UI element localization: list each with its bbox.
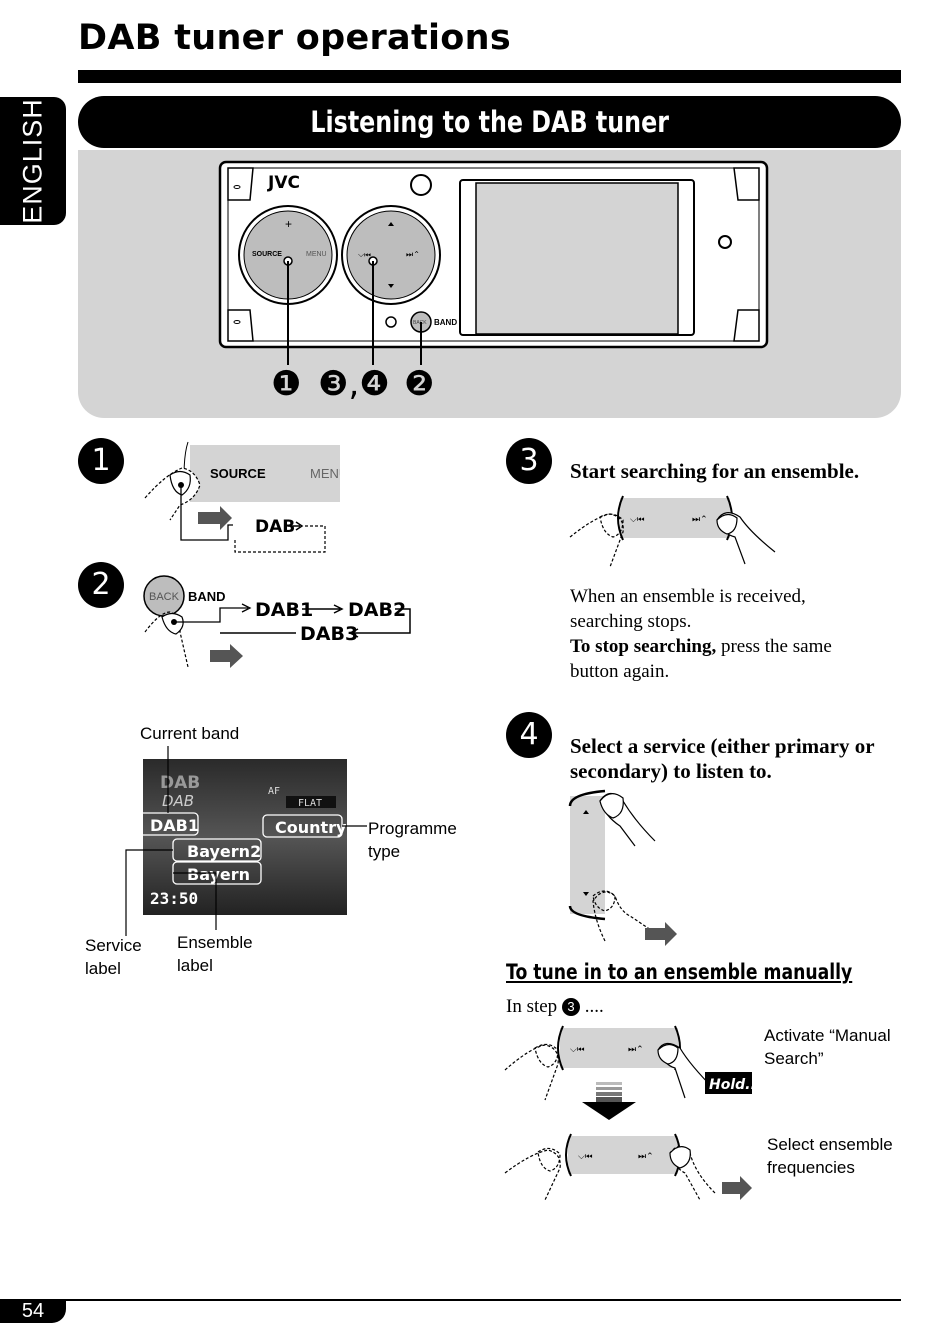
svg-text:DAB3: DAB3 [300,623,358,645]
section-title-bar: Listening to the DAB tuner [78,96,901,148]
svg-text:MENU: MENU [310,466,340,481]
manual-select-illustration: ⌵⏮ ⏭⌃ [504,1133,752,1201]
step-3-illustration: ⌵⏮ ⏭⌃ [569,495,776,568]
step-3-description: When an ensemble is received, searching … [570,586,832,682]
svg-text:⏭⌃: ⏭⌃ [628,1045,644,1055]
step-3-heading: Start searching for an ensemble. [570,459,860,483]
svg-text:SOURCE: SOURCE [210,466,266,481]
page-number: 54 [0,1299,66,1323]
band-indicator: DAB1 [150,816,199,835]
svg-text:⌵⏮: ⌵⏮ [570,1045,585,1055]
in-step-text: In step 3 .... [506,996,604,1017]
step-1-number: 1 [78,438,124,484]
svg-text:⌵⏮: ⌵⏮ [358,250,371,259]
svg-text:⏭⌃: ⏭⌃ [692,515,708,525]
dab-logo-bottom: DAB [162,792,194,810]
callout-1: ❶ [271,364,301,404]
title-rule [78,70,901,83]
programme-type-label: Programme type [368,819,457,861]
display-diagram: DAB DAB AF FLAT DAB1 Country Bayern2 Bay… [125,746,367,936]
language-tab: ENGLISH [0,97,66,225]
brand-logo: JVC [267,173,300,193]
down-arrow-icon [582,1082,636,1120]
svg-text:⏭⌃: ⏭⌃ [638,1152,654,1162]
service-indicator: Bayern2 [187,842,261,861]
step-3-number: 3 [506,438,552,484]
step-1-illustration: SOURCE MENU DAB [144,441,340,553]
ensemble-label-caption: Ensemble label [177,933,253,975]
step-4-heading: Select a service (either primary or seco… [570,734,875,783]
eq-indicator: FLAT [298,798,322,809]
manual-tuning-heading: To tune in to an ensemble manually [506,960,853,984]
section-title: Listening to the DAB tuner [310,105,669,139]
service-label-caption: Service label [85,936,142,978]
svg-text:BAND: BAND [434,318,457,327]
clock-indicator: 23:50 [150,889,198,908]
callout-2: ❷ [404,364,434,404]
page-title: DAB tuner operations [78,18,511,58]
current-band-label: Current band [140,724,240,743]
svg-text:BACK: BACK [149,591,180,603]
step-2-illustration: BACK BAND DAB1 DAB2 DAB3 [143,575,411,668]
svg-text:MENU: MENU [306,251,327,258]
dab-logo-top: DAB [160,773,200,793]
pty-indicator: Country [275,818,347,837]
step-4-number: 4 [506,712,552,758]
svg-text:DAB1: DAB1 [255,599,313,621]
manual-activate-illustration: ⌵⏮ ⏭⌃ Hold.... [504,1025,760,1101]
svg-text:BAND: BAND [188,589,226,604]
svg-text:+: + [285,217,292,231]
svg-text:DAB2: DAB2 [348,599,406,621]
device-illustration: JVC + SOURCE MENU ⌵⏮ ⏭⌃ BACK BAND ❶ ❸,❹ … [218,160,769,404]
language-tab-label: ENGLISH [17,98,48,224]
svg-text:⏭⌃: ⏭⌃ [406,250,420,259]
svg-text:DAB: DAB [255,517,295,537]
callout-3-4: ❸,❹ [318,364,390,404]
af-indicator: AF [268,786,280,797]
select-ensemble-frequencies-label: Select ensemble frequencies [767,1135,893,1177]
svg-text:⌵⏮: ⌵⏮ [630,515,645,525]
hold-badge: Hold.... [709,1077,760,1093]
step-4-illustration [568,789,677,946]
svg-text:⌵⏮: ⌵⏮ [578,1152,593,1162]
step-2-number: 2 [78,562,124,608]
activate-manual-search-label: Activate “Manual Search” [764,1026,891,1068]
footer-rule [0,1299,901,1301]
svg-text:SOURCE: SOURCE [252,251,282,258]
ensemble-indicator: Bayern [187,865,250,884]
